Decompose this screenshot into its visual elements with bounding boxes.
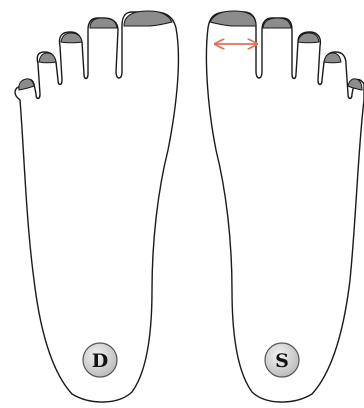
- left-foot: S: [206, 11, 364, 402]
- right-foot-badge: D: [83, 343, 117, 377]
- left-foot-badge: S: [265, 343, 299, 377]
- left-foot-label: S: [275, 350, 289, 372]
- right-foot: D: [15, 11, 178, 402]
- right-foot-label: D: [92, 350, 108, 372]
